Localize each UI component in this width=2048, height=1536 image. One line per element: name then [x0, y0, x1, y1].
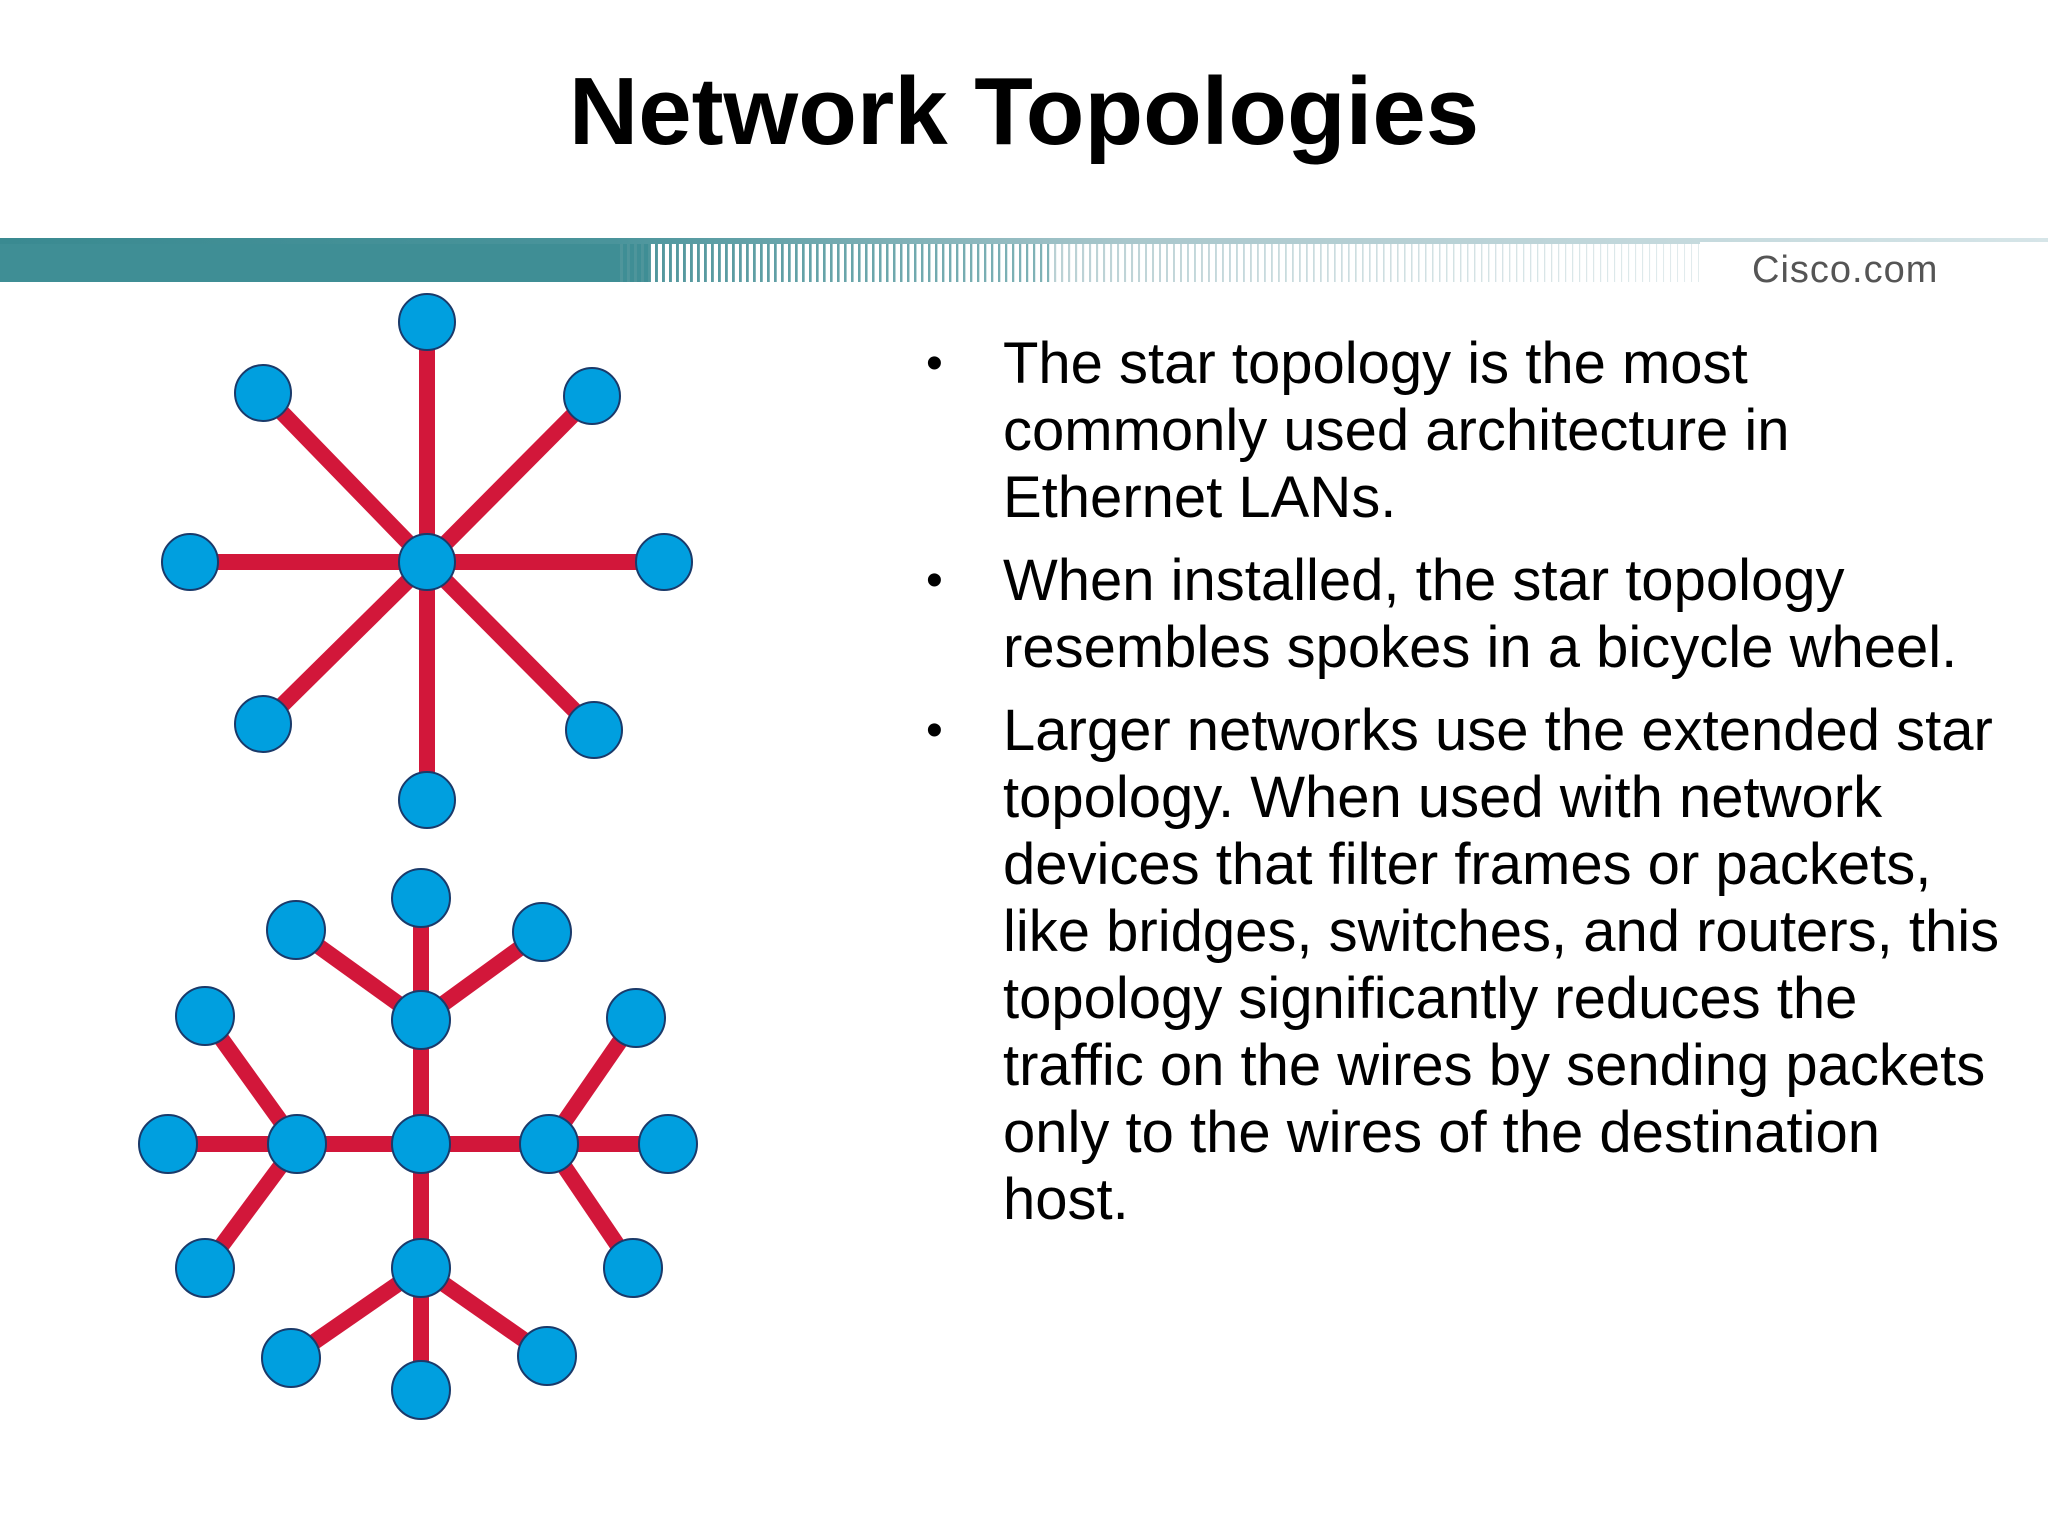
network-node — [519, 1114, 579, 1174]
network-node — [565, 701, 623, 759]
network-node — [603, 1238, 663, 1298]
network-node — [161, 533, 219, 591]
extended-star-nodes — [138, 868, 698, 1420]
bullet-item: • The star topology is the most commonly… — [920, 330, 2000, 531]
network-node — [391, 990, 451, 1050]
cisco-logo-text: Cisco.com — [1752, 249, 1939, 291]
network-node — [391, 868, 451, 928]
bullet-text: When installed, the star topology resemb… — [1003, 548, 1958, 680]
network-node — [398, 293, 456, 351]
network-node — [175, 986, 235, 1046]
bullet-text: The star topology is the most commonly u… — [1003, 331, 1790, 530]
network-node — [398, 771, 456, 829]
network-node — [635, 533, 693, 591]
header-band — [0, 238, 2048, 286]
network-node — [266, 900, 326, 960]
slide-title: Network Topologies — [568, 58, 1480, 165]
bullet-dot-icon: • — [926, 337, 943, 390]
bullet-item: • Larger networks use the extended star … — [920, 697, 2000, 1233]
bullet-dot-icon: • — [926, 704, 943, 757]
bullet-dot-icon: • — [926, 554, 943, 607]
network-node — [638, 1114, 698, 1174]
bullet-item: • When installed, the star topology rese… — [920, 547, 2000, 681]
bullet-text: Larger networks use the extended star to… — [1003, 698, 2000, 1232]
extended-star-topology — [138, 868, 698, 1420]
topology-diagram — [138, 293, 698, 1420]
star-nodes — [161, 293, 693, 829]
network-node — [138, 1114, 198, 1174]
star-links — [190, 322, 664, 800]
network-node — [391, 1360, 451, 1420]
network-node — [267, 1114, 327, 1174]
network-node — [606, 988, 666, 1048]
network-node — [261, 1328, 321, 1388]
star-topology — [161, 293, 693, 829]
star-link — [257, 387, 433, 568]
bullet-list: • The star topology is the most commonly… — [920, 330, 2000, 1249]
network-node — [391, 1114, 451, 1174]
network-node — [512, 902, 572, 962]
network-node — [175, 1238, 235, 1298]
star-link — [421, 390, 598, 568]
network-node — [398, 533, 456, 591]
star-link — [421, 556, 600, 736]
network-node — [517, 1326, 577, 1386]
network-node — [234, 364, 292, 422]
network-node — [391, 1238, 451, 1298]
star-link — [257, 556, 433, 730]
network-node — [234, 695, 292, 753]
network-node — [563, 367, 621, 425]
